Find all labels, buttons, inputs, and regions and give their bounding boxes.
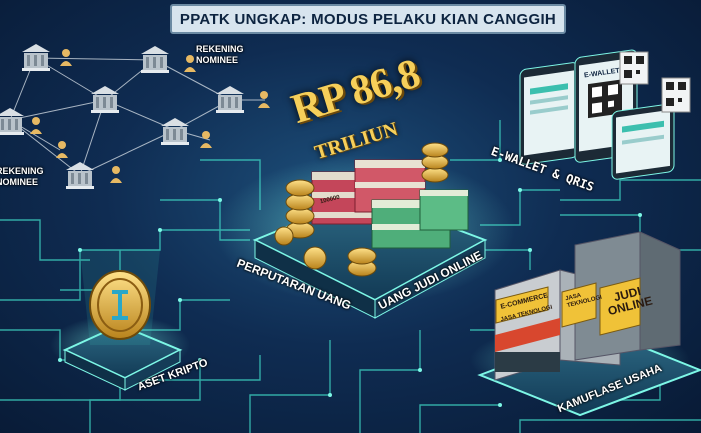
bank-icons	[0, 44, 244, 189]
coins	[274, 142, 449, 277]
shop-buildings	[470, 231, 701, 417]
money-stacks	[311, 159, 469, 249]
nominee-label-top: REKENING NOMINEE	[196, 44, 244, 65]
person-icons	[30, 49, 270, 183]
bank-network-links	[9, 57, 265, 176]
crypto-platform	[50, 250, 190, 391]
circuit-nodes	[58, 158, 662, 407]
title-banner: PPATK UNGKAP: MODUS PELAKU KIAN CANGGIH	[170, 4, 566, 34]
phone-devices	[519, 49, 691, 180]
page-title: PPATK UNGKAP: MODUS PELAKU KIAN CANGGIH	[179, 10, 557, 28]
nominee-label-left: REKENING NOMINEE	[0, 166, 44, 187]
